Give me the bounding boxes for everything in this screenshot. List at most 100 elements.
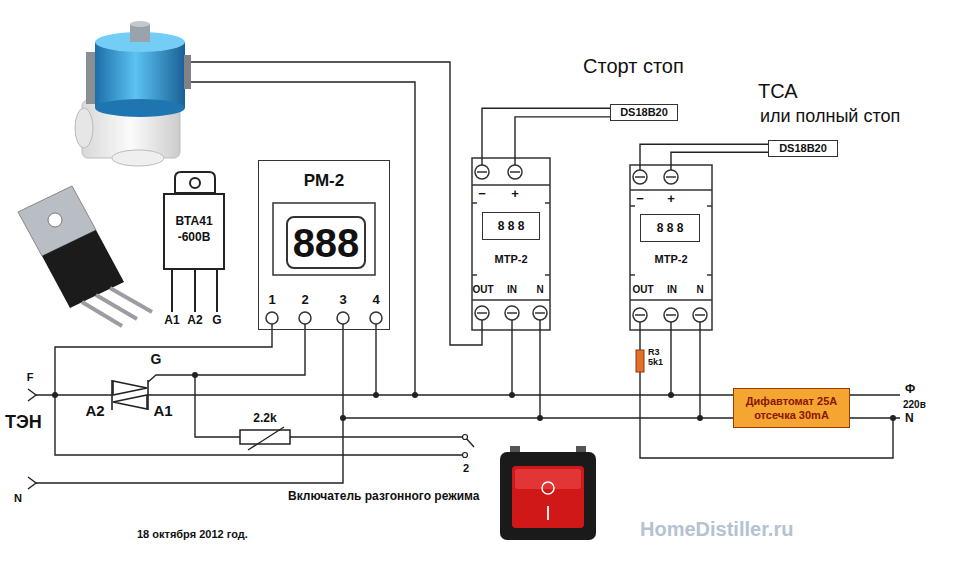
wire [640,372,893,458]
thermostat-housing [630,165,712,330]
rocker-switch-photo [547,506,549,520]
thermostat-module: МТР-2 8 8 8 [472,158,550,330]
annotation: ТСА [758,80,798,103]
sensor-box: DS18B20 [610,104,678,121]
junction-dot [412,392,418,398]
display: 888 [286,216,366,269]
junction-dot [192,372,198,378]
triac-symbol [113,395,147,409]
rcd-breaker: Дифавтомат 25А отсечка 30mA [733,388,850,428]
rocker-switch-photo [500,446,596,540]
triac-package: BTA41-600B [163,193,225,270]
resistor-value: 5k1 [648,357,663,367]
thermostat-module: МТР-28 8 8 [630,165,712,330]
thermostat-housing [666,176,676,178]
wire [670,165,671,170]
part-number: BTA41-600B [165,213,223,245]
module-name: МТР-2 [630,252,712,266]
sensor-wire [640,144,768,165]
thermostat-housing [630,299,712,301]
rocker-switch-photo [515,469,581,489]
solenoid-valve [75,108,93,148]
module-name: МТР-2 [472,252,550,266]
thermostat-housing [630,274,635,276]
wire [639,165,640,170]
terminal-name: Ф [905,383,915,397]
switch-contact [463,435,468,458]
thermostat-housing [475,165,489,179]
pin-name: A2 [187,314,202,328]
thermostat-housing [533,306,547,320]
wire [36,394,112,395]
wire [375,324,376,395]
controller-details [299,312,311,324]
sensor-name: DS18B20 [769,142,837,155]
triac-photo [110,288,152,312]
thermostat-housing [693,308,707,322]
controller-details [266,312,278,324]
solenoid-valve [95,99,185,117]
wire [511,320,512,395]
thermostat-housing [505,306,519,320]
wire [195,375,240,437]
terminal-name: OUT [632,284,653,296]
triac-photo [48,213,62,227]
thermostat-housing [707,274,712,276]
terminal-name: N [696,284,703,296]
wire [699,322,700,418]
thermostat-housing [508,165,522,179]
triac-package-outline [171,270,173,312]
thermostat-housing [664,308,678,322]
terminal-name: IN [507,284,517,296]
resistor-symbol [248,427,284,450]
junction-dot [697,415,703,421]
terminal-name: N [14,492,22,505]
triac-package-outline [190,178,200,188]
solenoid-valve [130,21,150,27]
wire [148,324,305,382]
controller-module: РМ-2888 [258,160,390,330]
load-name: ТЭН [5,412,42,433]
thermostat-housing [633,308,647,322]
resistor-value: 2.2k [253,412,276,426]
terminal-name: N [536,284,543,296]
wire [639,322,640,350]
thermostat-housing [630,205,635,207]
pin-name: A1 [153,402,172,419]
pin-name: A2 [85,402,104,419]
display-digits: 8 8 8 [483,218,539,234]
wire [514,158,515,165]
thermostat-housing [477,312,487,314]
junction-dot [52,392,58,398]
terminal-name: F [27,371,34,384]
controller-details [266,203,382,324]
thermostat-housing [472,274,477,276]
terminal-name: N [905,412,914,426]
junction-dot [509,392,515,398]
thermostat-housing [510,171,520,173]
wire [36,324,343,483]
thermostat-housing [477,171,487,173]
thermostat-housing [475,306,489,320]
thermostat-housing [633,170,647,184]
triac-package-outline [216,270,218,312]
annotation: или полный стоп [760,106,900,127]
polarity-mark: + [667,192,675,207]
thermostat-housing [707,205,712,207]
wire [191,62,482,345]
wire [148,394,733,395]
wire [28,477,36,489]
watermark: HomeDistiller.ru [640,518,793,541]
controller-details [370,312,382,324]
wire [28,62,900,489]
thermostat-housing [472,184,550,186]
polarity-mark: + [511,187,519,202]
thermostat-housing [535,312,545,314]
pin-number: 4 [372,293,379,308]
junction-dot [890,415,896,421]
resistor-symbol [240,430,290,444]
triac-photo [42,230,124,308]
